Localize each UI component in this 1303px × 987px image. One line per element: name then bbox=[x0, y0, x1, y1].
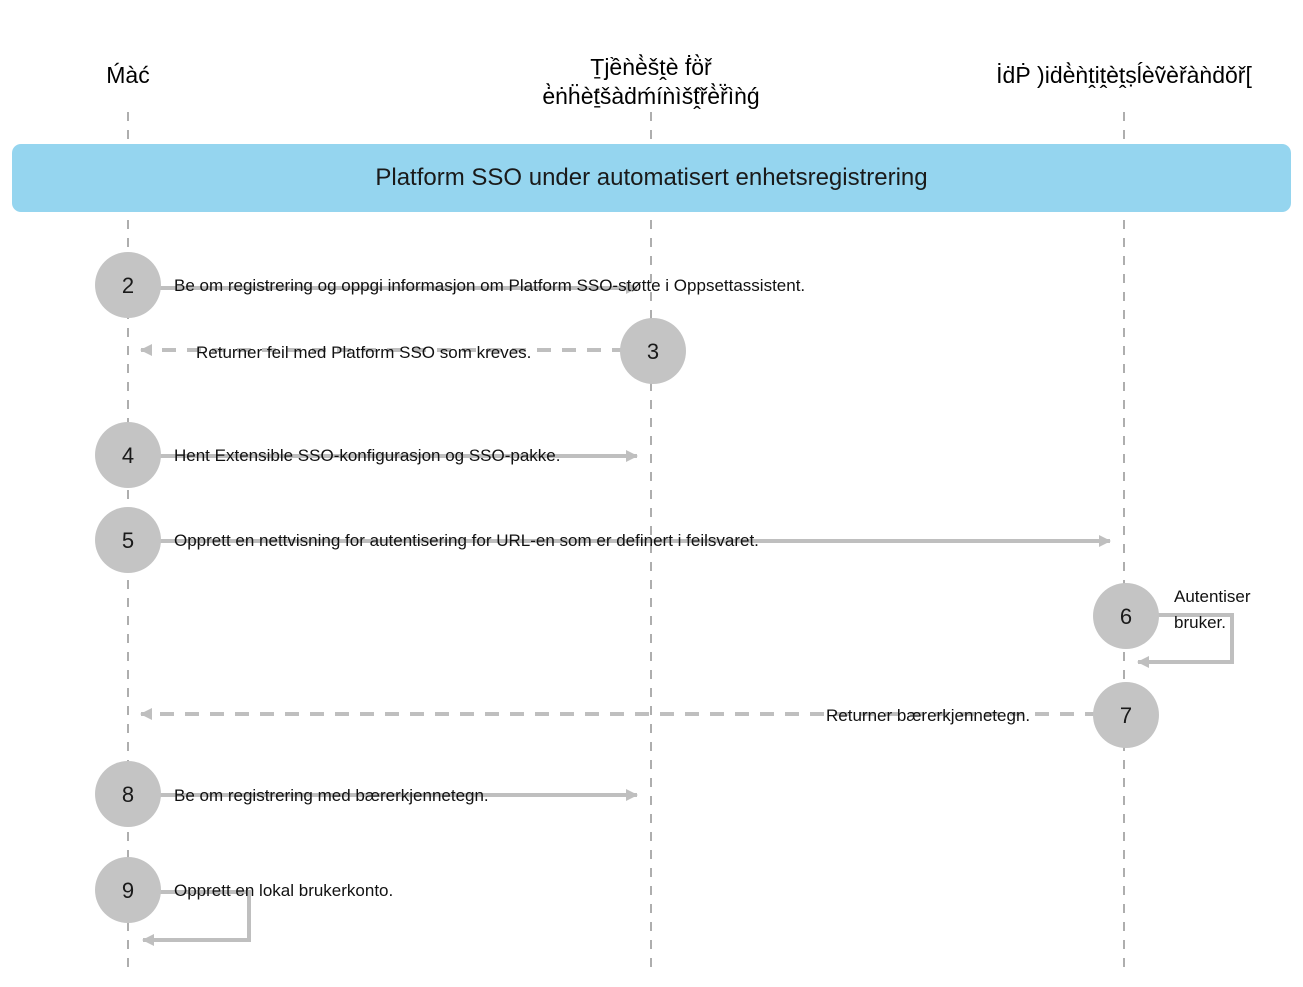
phase-banner-label: Platform SSO under automatisert enhetsre… bbox=[375, 164, 928, 191]
step-badge-circle-2 bbox=[95, 252, 161, 318]
step-badge-circle-3 bbox=[620, 318, 686, 384]
step-label-3: Returner feil med Platform SSO som kreve… bbox=[196, 320, 531, 364]
step-message-text: Returner bærerkjennetegn. bbox=[826, 706, 1031, 725]
step-label-6: Autentiser bruker. bbox=[1174, 558, 1251, 636]
step-message-text: Hent Extensible SSO-konfigurasjon og SSO… bbox=[174, 446, 561, 465]
message-arrow-6-selfloop bbox=[1124, 613, 1234, 668]
step-message-text: Opprett en nettvisning for autentisering… bbox=[174, 531, 759, 550]
step-message-text: Autentiser bruker. bbox=[1174, 587, 1251, 632]
step-badge-circle-4 bbox=[95, 422, 161, 488]
step-message-text: Be om registrering med bærerkjennetegn. bbox=[174, 786, 489, 805]
participant-label: Ṯjềǹè̀šṱè ḟö̀ř ė̀ṅḧèṯ̇šàḋḿíǹìšṱ̂řè̀ř̈ìǹǵ bbox=[542, 54, 760, 109]
step-label-4: Hent Extensible SSO-konfigurasjon og SSO… bbox=[174, 423, 560, 467]
step-badge-circle-6 bbox=[1093, 583, 1159, 649]
phase-banner: Platform SSO under automatisert enhetsre… bbox=[12, 144, 1291, 212]
participant-label: Ḿàć bbox=[106, 62, 150, 88]
participant-header-mdm: Ṯjềǹè̀šṱè ḟö̀ř ė̀ṅḧèṯ̇šàḋḿíǹìšṱ̂řè̀ř̈ìǹǵ bbox=[441, 24, 861, 111]
step-message-text: Be om registrering og oppgi informasjon … bbox=[174, 276, 806, 295]
step-label-8: Be om registrering med bærerkjennetegn. bbox=[174, 763, 489, 807]
step-badge-circle-8 bbox=[95, 761, 161, 827]
step-badge-circle-9 bbox=[95, 857, 161, 923]
participant-header-idp: İḋṖ )iḋè̀ǹṱiṱèṱṣĺèṽèřàǹḋǒř[ bbox=[914, 32, 1303, 90]
step-label-9: Opprett en lokal brukerkonto. bbox=[174, 858, 393, 902]
step-message-text: Opprett en lokal brukerkonto. bbox=[174, 881, 394, 900]
participant-label: İḋṖ )iḋè̀ǹṱiṱèṱṣĺèṽèřàǹḋǒř[ bbox=[996, 62, 1252, 88]
message-arrow-9-selfloop bbox=[128, 890, 251, 946]
step-label-5: Opprett en nettvisning for autentisering… bbox=[174, 508, 759, 552]
participant-header-mac: Ḿàć bbox=[0, 32, 278, 90]
step-badge-circle-5 bbox=[95, 507, 161, 573]
step-message-text: Returner feil med Platform SSO som kreve… bbox=[196, 343, 532, 362]
step-label-2: Be om registrering og oppgi informasjon … bbox=[174, 253, 805, 297]
step-badge-circle-7 bbox=[1093, 682, 1159, 748]
step-label-7: Returner bærerkjennetegn. bbox=[826, 683, 1030, 727]
